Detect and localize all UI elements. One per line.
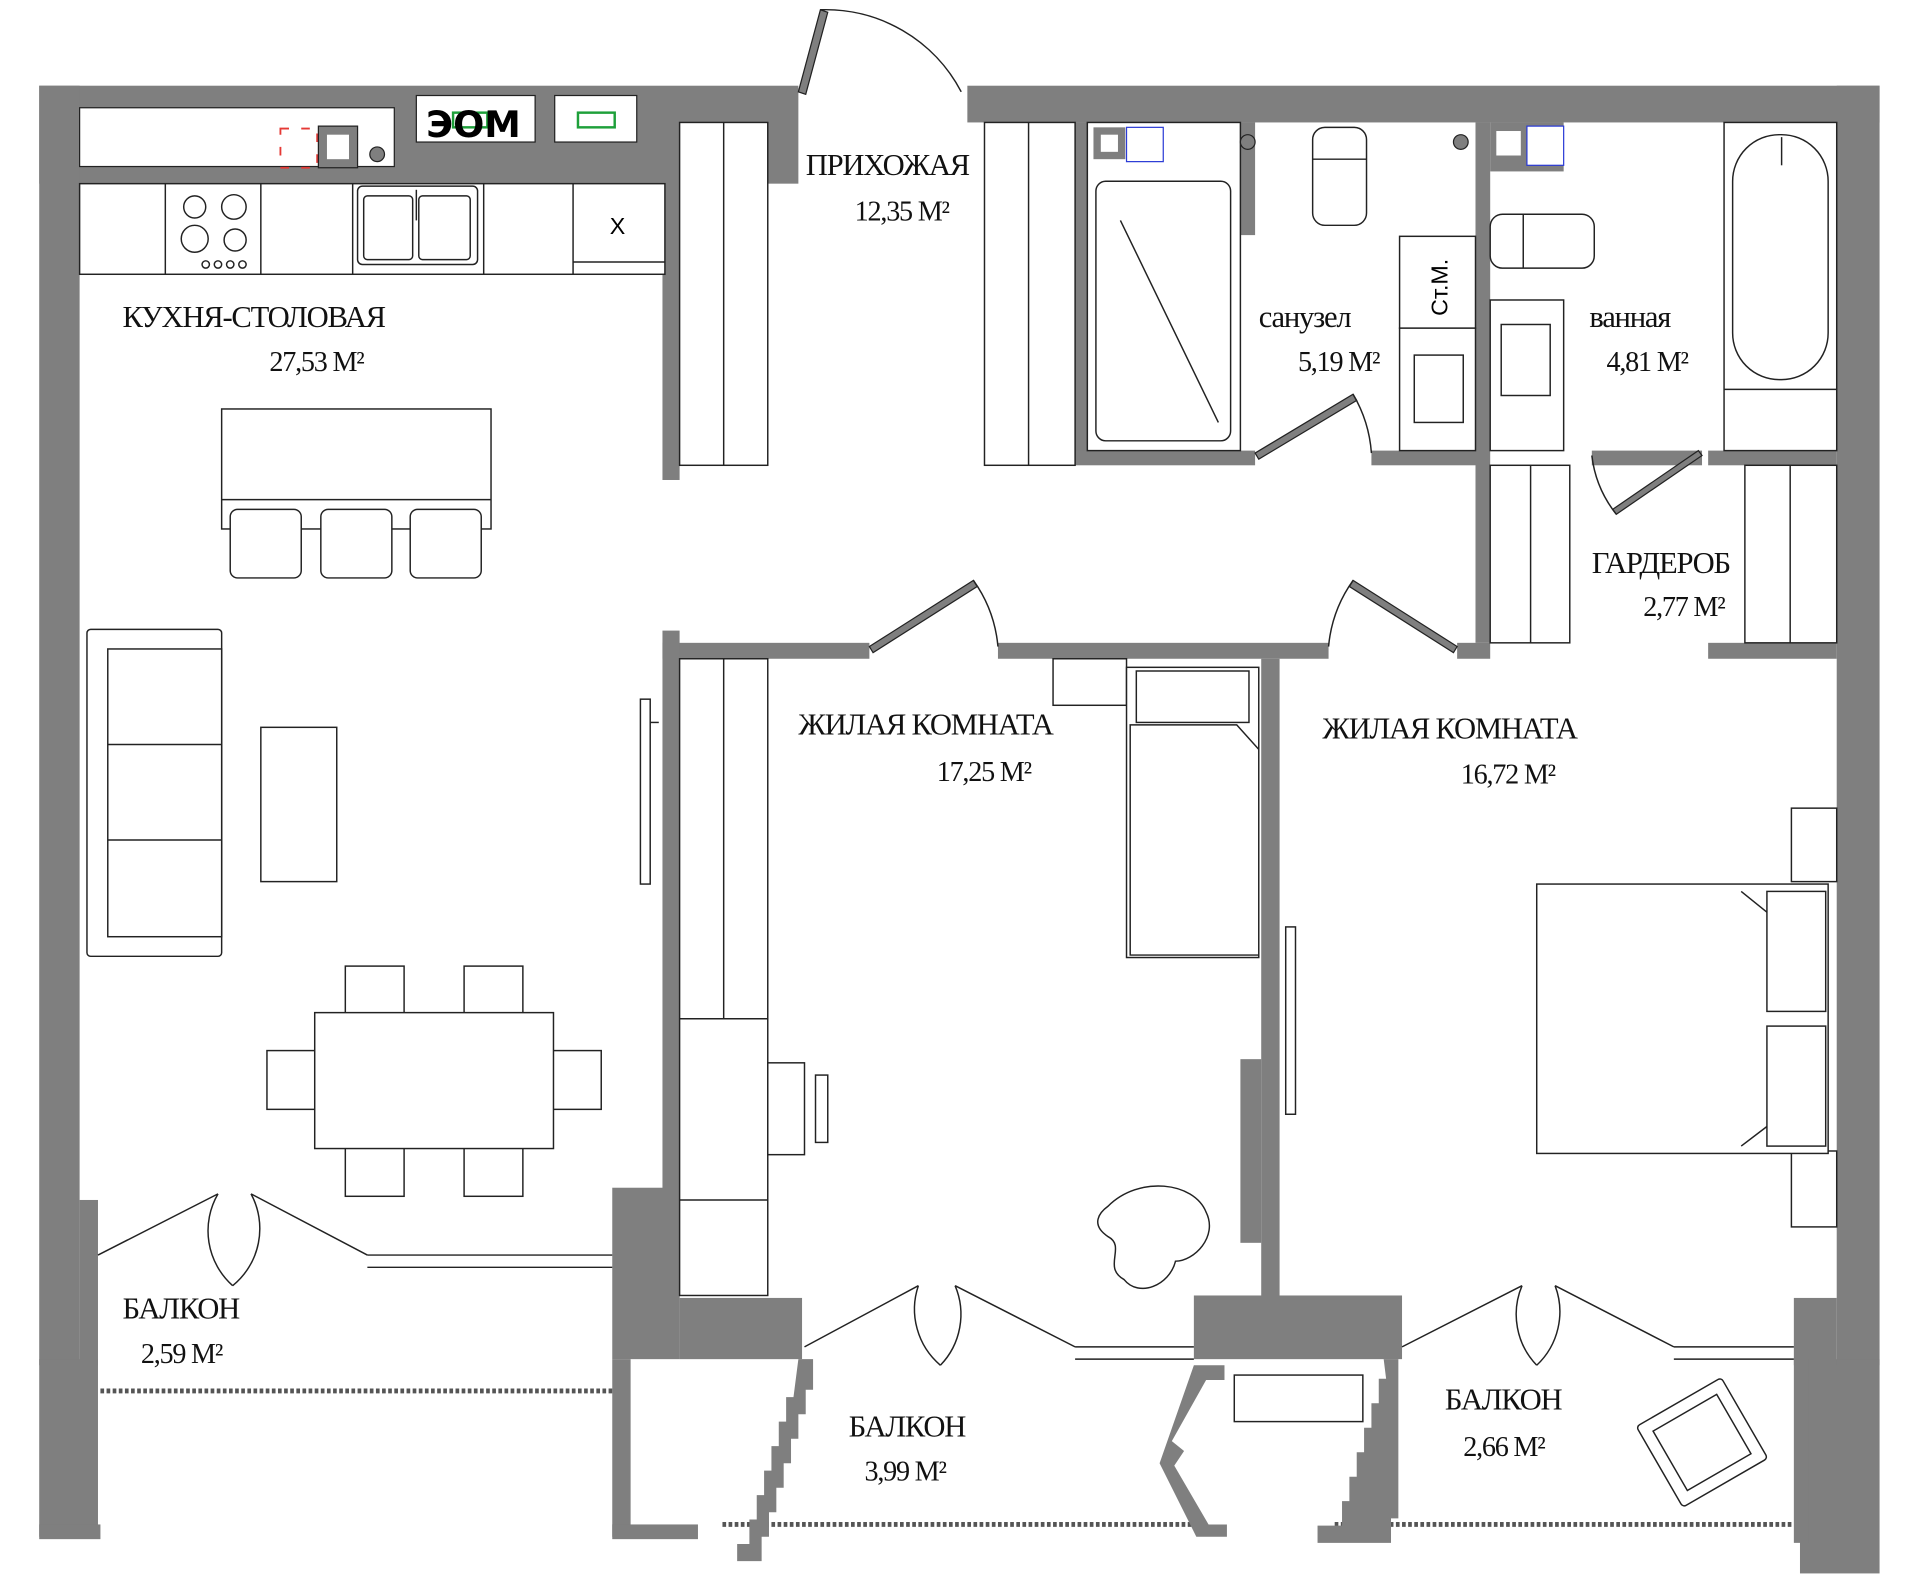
- svg-text:4,81 М²: 4,81 М²: [1607, 347, 1689, 378]
- room-label-balcony-2: БАЛКОН 3,99 М²: [849, 1409, 968, 1487]
- room-label-wardrobe: ГАРДЕРОБ 2,77 М²: [1592, 546, 1731, 623]
- balcony-stepped-walls: [737, 1359, 1809, 1562]
- tv-icon: [1284, 926, 1297, 1115]
- sink-icon: [356, 185, 479, 266]
- bathroom-door[interactable]: [1254, 393, 1373, 461]
- room-label-balcony-1: БАЛКОН 2,59 М²: [122, 1292, 241, 1370]
- eom-panel: [415, 94, 536, 143]
- svg-text:ЖИЛАЯ КОМНАТА: ЖИЛАЯ КОМНАТА: [798, 708, 1053, 742]
- balcony-cabinet: [1233, 1374, 1364, 1423]
- svg-text:17,25 М²: 17,25 М²: [937, 757, 1032, 788]
- washing-machine-label: Ст.М.: [1426, 259, 1452, 316]
- toilet-icon: [1489, 213, 1596, 269]
- green-marker-icon: [451, 111, 489, 129]
- sofa: [86, 628, 223, 958]
- svg-text:ГАРДЕРОБ: ГАРДЕРОБ: [1592, 546, 1730, 580]
- svg-text:ПРИХОЖАЯ: ПРИХОЖАЯ: [806, 148, 970, 182]
- room1-closet: [678, 658, 769, 1297]
- svg-text:БАЛКОН: БАЛКОН: [849, 1409, 967, 1443]
- tv-icon: [639, 698, 659, 885]
- svg-text:27,53 М²: 27,53 М²: [269, 347, 364, 378]
- svg-text:санузел: санузел: [1259, 300, 1352, 334]
- red-marker-icon: [279, 127, 319, 169]
- room-label-living-1: ЖИЛАЯ КОМНАТА 17,25 М²: [798, 708, 1055, 789]
- svg-text:3,99 М²: 3,99 М²: [864, 1456, 946, 1487]
- svg-text:ванная: ванная: [1589, 300, 1671, 334]
- svg-text:2,77 М²: 2,77 М²: [1643, 592, 1725, 623]
- eom-label: ЭОМ: [426, 103, 521, 146]
- hall-closet: [678, 121, 1076, 467]
- svg-text:КУХНЯ-СТОЛОВАЯ: КУХНЯ-СТОЛОВАЯ: [122, 300, 385, 334]
- desk: [767, 1062, 829, 1156]
- washbasin: [1398, 327, 1477, 452]
- svg-text:16,72 М²: 16,72 М²: [1461, 760, 1556, 791]
- svg-text:2,66 М²: 2,66 М²: [1463, 1432, 1545, 1463]
- stove-icon: [180, 193, 247, 269]
- svg-text:5,19 М²: 5,19 М²: [1298, 347, 1380, 378]
- room-label-kitchen: КУХНЯ-СТОЛОВАЯ 27,53 М²: [122, 300, 386, 378]
- riser-icon: [369, 146, 386, 163]
- bar-stools: [229, 508, 482, 579]
- armchair: [1636, 1378, 1768, 1507]
- green-marker-icon: [576, 111, 616, 129]
- bath-door[interactable]: [1591, 449, 1703, 516]
- svg-text:БАЛКОН: БАЛКОН: [1445, 1382, 1563, 1416]
- cross-mark: X: [610, 213, 626, 239]
- bathtub-icon: [1723, 121, 1838, 452]
- shower-tray: [1086, 121, 1242, 452]
- double-bed: [1535, 807, 1838, 1228]
- room1-door[interactable]: [868, 579, 999, 654]
- svg-text:2,59 М²: 2,59 М²: [141, 1339, 223, 1370]
- dining-table: [266, 965, 602, 1198]
- rug: [1097, 1185, 1211, 1290]
- room-label-living-2: ЖИЛАЯ КОМНАТА 16,72 М²: [1322, 711, 1579, 791]
- wardrobe-shelves: [1489, 464, 1838, 644]
- svg-text:12,35 М²: 12,35 М²: [855, 196, 950, 227]
- toilet-icon: [1311, 126, 1368, 227]
- kitchen-counter: [78, 182, 666, 276]
- entrance-door[interactable]: [797, 9, 962, 96]
- single-bed: [1052, 658, 1260, 959]
- svg-text:БАЛКОН: БАЛКОН: [122, 1292, 240, 1326]
- coffee-table: [260, 726, 338, 883]
- room-label-balcony-3: БАЛКОН 2,66 М²: [1445, 1382, 1564, 1463]
- room-label-bathroom: ванная 4,81 М²: [1589, 300, 1689, 378]
- room2-door[interactable]: [1327, 579, 1458, 654]
- walls: [39, 85, 1880, 1574]
- room-label-wc: санузел 5,19 М²: [1259, 300, 1381, 378]
- svg-text:ЖИЛАЯ КОМНАТА: ЖИЛАЯ КОМНАТА: [1322, 711, 1577, 745]
- panel-box: [554, 94, 638, 143]
- balcony-doors[interactable]: [97, 1193, 1794, 1366]
- room-label-hallway: ПРИХОЖАЯ 12,35 М²: [806, 148, 971, 227]
